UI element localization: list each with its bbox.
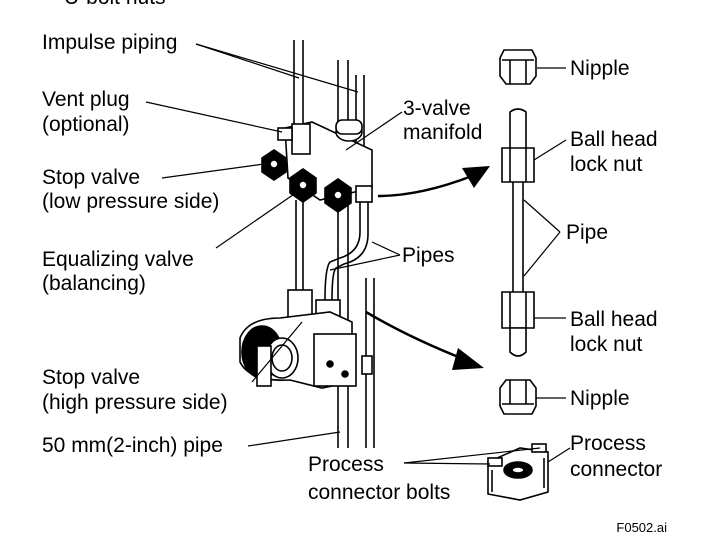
- label-connector: connector: [570, 458, 663, 481]
- label-equalizing-valve: Equalizing valve: [42, 248, 194, 271]
- equalizing-valve-handle: [289, 168, 317, 203]
- arrow-upper: [377, 166, 490, 198]
- label-lock-nut-top: lock nut: [570, 153, 643, 176]
- label-vent-plug-optional: (optional): [42, 113, 130, 136]
- nipple-top: [499, 49, 537, 85]
- label-lock-nut-bottom: lock nut: [570, 333, 643, 356]
- leader-lines: [145, 43, 571, 465]
- label-pipes: Pipes: [402, 244, 455, 267]
- mounting-pipe: [337, 60, 349, 448]
- transmitter-body: [239, 289, 373, 389]
- pipes-to-transmitter: [295, 185, 373, 301]
- nipple-bottom: [499, 379, 537, 415]
- label-high-pressure-side: (high pressure side): [42, 391, 228, 414]
- label-impulse-piping: Impulse piping: [42, 31, 178, 54]
- pipe-segment: [512, 182, 524, 292]
- ball-head-lock-nut-bottom: [501, 291, 535, 357]
- label-3-valve: 3-valve: [403, 97, 471, 120]
- label-50mm-pipe: 50 mm(2-inch) pipe: [42, 434, 223, 457]
- figure-id: F0502.ai: [616, 520, 667, 535]
- label-low-pressure-side: (low pressure side): [42, 190, 220, 213]
- label-pipe: Pipe: [566, 221, 609, 244]
- label-stop-valve-high: Stop valve: [42, 366, 141, 389]
- arrow-lower: [365, 310, 484, 370]
- label-ball-head-top: Ball head: [570, 128, 658, 151]
- label-stop-valve-low: Stop valve: [42, 166, 141, 189]
- stop-valve-high-handle: [324, 178, 352, 213]
- label-vent-plug: Vent plug: [42, 88, 130, 111]
- label-balancing: (balancing): [42, 272, 146, 295]
- label-u-bolt-nuts: U-bolt nuts: [64, 0, 166, 10]
- label-ball-head-bottom: Ball head: [570, 308, 658, 331]
- process-connector-part: [487, 443, 549, 501]
- label-process: Process: [308, 453, 384, 476]
- ball-head-lock-nut-top: [501, 108, 535, 183]
- label-nipple-top: Nipple: [570, 57, 630, 80]
- label-manifold: manifold: [403, 121, 483, 144]
- label-nipple-bottom: Nipple: [570, 387, 630, 410]
- vent-plug: [277, 127, 293, 141]
- label-process-connector: Process: [570, 432, 646, 455]
- stop-valve-low-handle: [261, 149, 287, 181]
- label-connector-bolts: connector bolts: [308, 481, 451, 504]
